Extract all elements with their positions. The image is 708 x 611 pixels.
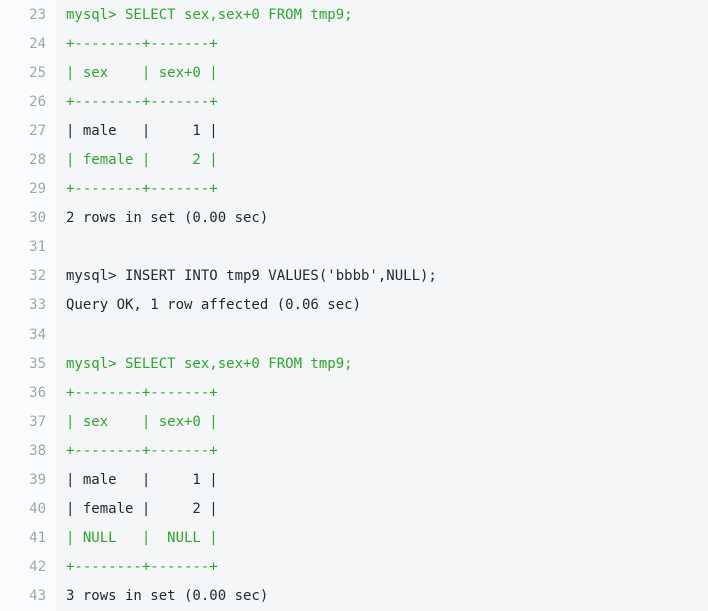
- line-number: 30: [29, 210, 46, 227]
- line-text: +--------+-------+: [66, 93, 218, 110]
- line-text: | male | 1 |: [66, 122, 218, 139]
- line-text: | NULL | NULL |: [66, 530, 218, 547]
- line-number: 43: [29, 588, 46, 605]
- line-text: | female | 2 |: [66, 501, 218, 518]
- line-number: 29: [29, 181, 46, 198]
- code-line: 43 3 rows in set (0.00 sec): [0, 582, 708, 611]
- code-line: 40 | female | 2 |: [0, 495, 708, 524]
- code-line: 34: [0, 320, 708, 349]
- code-line: 27 | male | 1 |: [0, 116, 708, 145]
- line-text: 2 rows in set (0.00 sec): [66, 210, 269, 227]
- line-number: 26: [29, 93, 46, 110]
- line-text: +--------+-------+: [66, 384, 218, 401]
- line-text: +--------+-------+: [66, 442, 218, 459]
- code-line: 29 +--------+-------+: [0, 175, 708, 204]
- line-text: mysql> SELECT sex,sex+0 FROM tmp9;: [66, 6, 353, 23]
- code-line: 30 2 rows in set (0.00 sec): [0, 204, 708, 233]
- line-number: 39: [29, 472, 46, 489]
- code-line: 37 | sex | sex+0 |: [0, 407, 708, 436]
- line-number: 32: [29, 268, 46, 285]
- line-number: 38: [29, 442, 46, 459]
- line-number: 42: [29, 559, 46, 576]
- code-line: 36 +--------+-------+: [0, 378, 708, 407]
- line-text: +--------+-------+: [66, 35, 218, 52]
- code-line: 42 +--------+-------+: [0, 553, 708, 582]
- line-number: 33: [29, 297, 46, 314]
- line-text: +--------+-------+: [66, 181, 218, 198]
- code-line: 24 +--------+-------+: [0, 29, 708, 58]
- line-number: 31: [29, 239, 46, 256]
- line-text: | female | 2 |: [66, 152, 218, 169]
- code-line: 26 +--------+-------+: [0, 87, 708, 116]
- code-line: 35 mysql> SELECT sex,sex+0 FROM tmp9;: [0, 349, 708, 378]
- code-line: 28 | female | 2 |: [0, 145, 708, 174]
- code-line: 25 | sex | sex+0 |: [0, 58, 708, 87]
- code-line: 33 Query OK, 1 row affected (0.06 sec): [0, 291, 708, 320]
- line-text: | sex | sex+0 |: [66, 413, 218, 430]
- code-line: 39 | male | 1 |: [0, 466, 708, 495]
- line-number: 35: [29, 355, 46, 372]
- line-text: +--------+-------+: [66, 559, 218, 576]
- line-number: 25: [29, 64, 46, 81]
- code-line: 32 mysql> INSERT INTO tmp9 VALUES('bbbb',…: [0, 262, 708, 291]
- line-number: 28: [29, 152, 46, 169]
- line-text: | male | 1 |: [66, 472, 218, 489]
- line-number: 23: [29, 6, 46, 23]
- line-number: 36: [29, 384, 46, 401]
- code-line: 38 +--------+-------+: [0, 436, 708, 465]
- line-text: 3 rows in set (0.00 sec): [66, 588, 269, 605]
- line-text: mysql> INSERT INTO tmp9 VALUES('bbbb',NU…: [66, 268, 437, 285]
- line-number: 37: [29, 413, 46, 430]
- line-number: 41: [29, 530, 46, 547]
- line-number: 34: [29, 326, 46, 343]
- line-number: 24: [29, 35, 46, 52]
- line-number: 40: [29, 501, 46, 518]
- line-text: | sex | sex+0 |: [66, 64, 218, 81]
- code-line: 41 | NULL | NULL |: [0, 524, 708, 553]
- line-number-gutter: [0, 0, 56, 611]
- line-number: 27: [29, 122, 46, 139]
- line-text: mysql> SELECT sex,sex+0 FROM tmp9;: [66, 355, 353, 372]
- code-line: 23 mysql> SELECT sex,sex+0 FROM tmp9;: [0, 0, 708, 29]
- line-text: Query OK, 1 row affected (0.06 sec): [66, 297, 362, 314]
- code-line: 31: [0, 233, 708, 262]
